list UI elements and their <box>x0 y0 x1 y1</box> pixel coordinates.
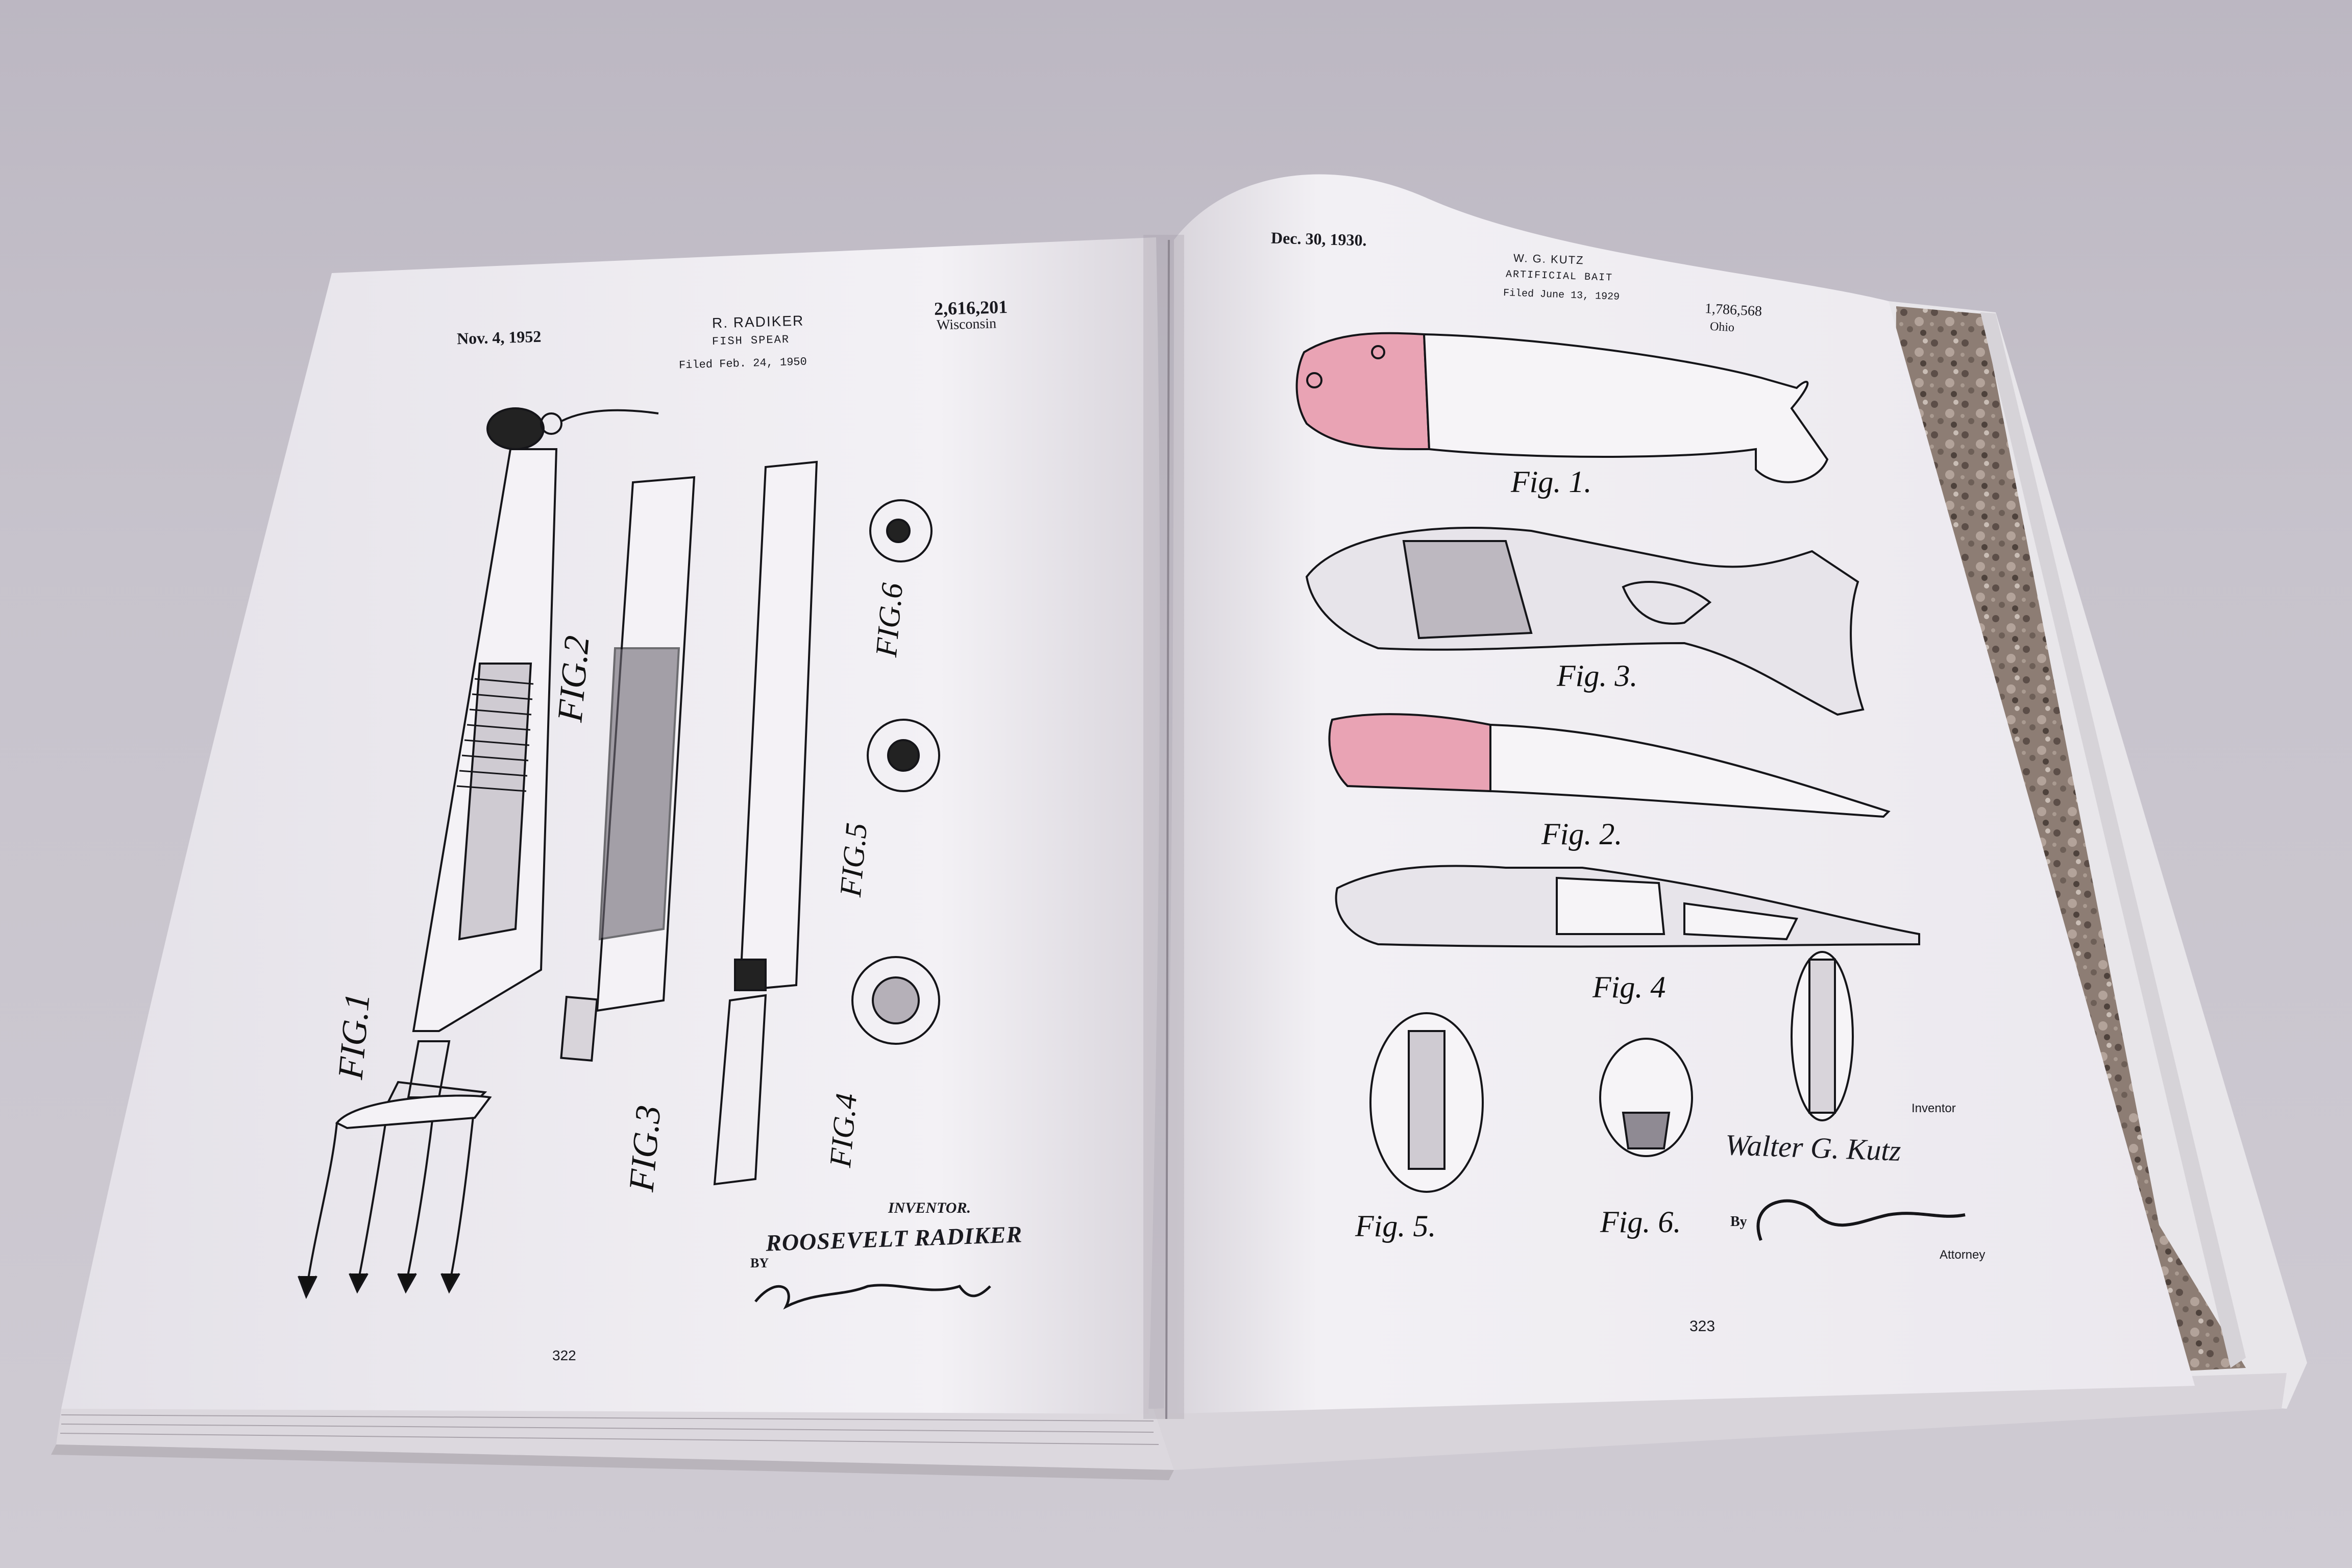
left-inventor-label: INVENTOR. <box>888 1199 971 1216</box>
fish-spear-drawing <box>298 407 940 1299</box>
left-signature <box>754 1284 991 1310</box>
left-fig-1: FIG.1 <box>331 991 378 1081</box>
right-by-label: By <box>1730 1214 1747 1230</box>
right-fig-5: Fig. 5. <box>1355 1209 1436 1243</box>
right-fig-4: Fig. 4 <box>1592 970 1666 1004</box>
left-page-number: 322 <box>552 1348 576 1363</box>
right-page-state: Ohio <box>1709 320 1735 335</box>
right-fig-2: Fig. 2. <box>1541 817 1623 851</box>
right-inventor-signature: Walter G. Kutz <box>1724 1128 1902 1167</box>
right-fig-3: Fig. 3. <box>1557 659 1638 693</box>
right-page-number: 323 <box>1689 1318 1716 1335</box>
left-page-date: Nov. 4, 1952 <box>456 327 542 348</box>
right-attorney-label: Attorney <box>1940 1248 1986 1262</box>
left-by-label: BY <box>750 1256 769 1270</box>
artificial-bait-drawing <box>1295 332 1920 1193</box>
attorney-signature <box>1756 1199 1966 1241</box>
right-page-date: Dec. 30, 1930. <box>1270 228 1367 250</box>
left-page-inventor-name: R. RADIKER <box>712 312 804 331</box>
left-fig-5: FIG.5 <box>833 821 874 898</box>
left-page-title: FISH SPEAR <box>712 333 790 349</box>
left-fig-2: FIG.2 <box>550 634 597 724</box>
right-fig-6: Fig. 6. <box>1600 1205 1681 1239</box>
right-inventor-label: Inventor <box>1912 1101 1956 1115</box>
right-page-inventor-name: W. G. KUTZ <box>1513 251 1584 267</box>
left-fig-4: FIG.4 <box>823 1092 864 1169</box>
left-fig-3: FIG.3 <box>622 1104 669 1193</box>
left-page-state: Wisconsin <box>936 315 997 333</box>
right-page-patent-number: 1,786,568 <box>1704 301 1762 320</box>
right-fig-1: Fig. 1. <box>1511 465 1592 499</box>
left-fig-6: FIG.6 <box>869 581 910 658</box>
